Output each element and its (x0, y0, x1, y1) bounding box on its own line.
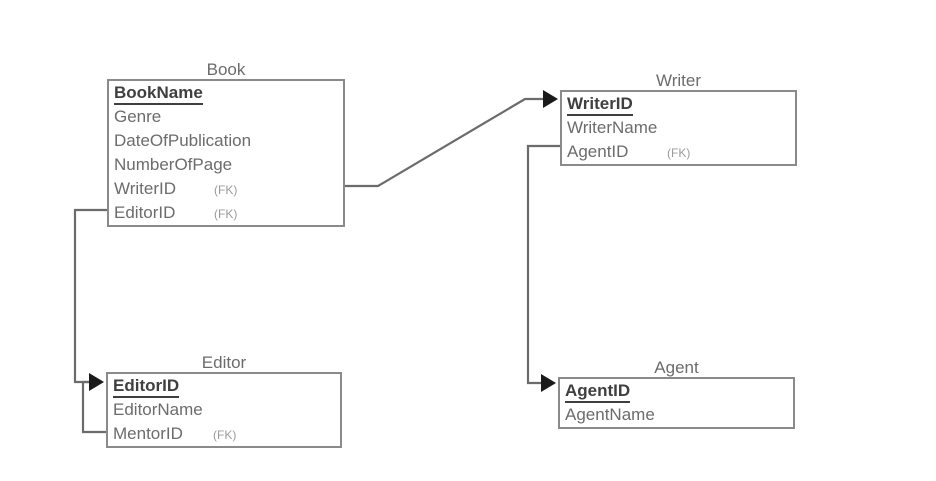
attribute-name: DateOfPublication (114, 131, 252, 150)
entity-title-agent: Agent (654, 358, 699, 377)
entity-box-book: BookName Genre DateOfPublication NumberO… (107, 79, 345, 227)
attribute-name: AgentID (565, 381, 631, 403)
connector-book-writer (345, 97, 556, 188)
attribute-row[interactable]: NumberOfPage (109, 153, 343, 177)
attribute-row[interactable]: BookName (109, 81, 343, 105)
attribute-name: MentorID (113, 424, 183, 443)
attribute-row[interactable]: WriterID (562, 92, 795, 116)
arrowhead-icon-agent (541, 374, 556, 392)
attribute-name: Genre (114, 107, 162, 126)
attribute-name: EditorID (114, 203, 176, 222)
entity-title-writer: Writer (655, 71, 701, 90)
attribute-row[interactable]: AgentID (FK) (562, 140, 795, 164)
attribute-name: WriterName (567, 118, 658, 137)
attribute-name: EditorName (113, 400, 203, 419)
foreign-key-label: (FK) (667, 146, 691, 160)
attribute-name: AgentID (567, 142, 629, 161)
attribute-name: AgentName (565, 405, 655, 424)
attribute-row[interactable]: EditorID (108, 374, 340, 398)
entity-title-editor: Editor (201, 353, 247, 372)
attribute-row[interactable]: EditorName (108, 398, 340, 422)
connector-editor-mentor-self (81, 380, 106, 434)
entity-title-book: Book (206, 60, 246, 79)
connector-book-editor (73, 208, 107, 384)
attribute-row[interactable]: AgentName (560, 403, 793, 427)
arrowhead-icon-editor (89, 373, 104, 391)
attribute-row[interactable]: MentorID (FK) (108, 422, 340, 446)
attribute-name: WriterID (567, 94, 633, 116)
entity-box-agent: AgentID AgentName (558, 377, 795, 429)
attribute-name: WriterID (114, 179, 177, 198)
attribute-row[interactable]: Genre (109, 105, 343, 129)
foreign-key-label: (FK) (214, 207, 238, 221)
entity-box-writer: WriterID WriterName AgentID (FK) (560, 90, 797, 166)
entity-box-editor: EditorID EditorName MentorID (FK) (106, 372, 342, 448)
attribute-row[interactable]: WriterID (FK) (109, 177, 343, 201)
connector-writer-agent (526, 144, 560, 385)
foreign-key-label: (FK) (214, 183, 238, 197)
attribute-name: EditorID (113, 376, 180, 398)
attribute-row[interactable]: DateOfPublication (109, 129, 343, 153)
arrowhead-icon-writer (543, 90, 558, 108)
attribute-row[interactable]: WriterName (562, 116, 795, 140)
foreign-key-label: (FK) (213, 428, 237, 442)
attribute-name: NumberOfPage (114, 155, 233, 174)
attribute-row[interactable]: EditorID (FK) (109, 201, 343, 225)
attribute-row[interactable]: AgentID (560, 379, 793, 403)
attribute-name: BookName (114, 83, 203, 105)
